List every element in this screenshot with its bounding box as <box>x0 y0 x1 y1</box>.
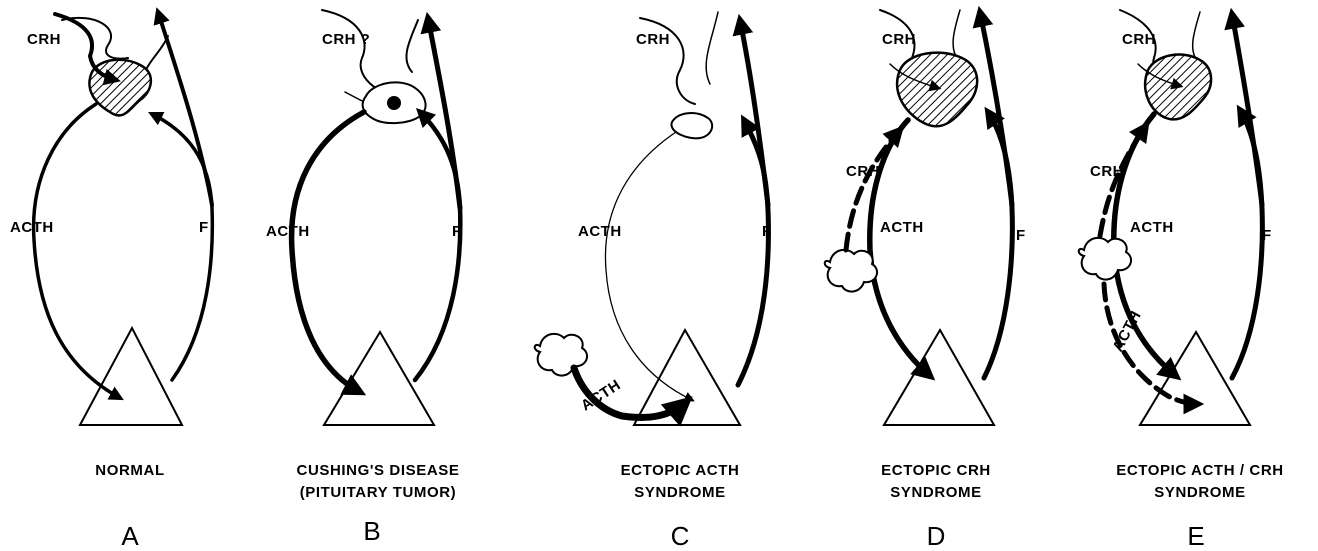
adrenal-gland <box>80 328 182 425</box>
cortisol-feedback-hypothalamus <box>1232 14 1262 205</box>
acth-label: ACTH <box>10 219 54 236</box>
acth-label: ACTH <box>880 219 924 236</box>
ectopic-crh-label: CRH <box>846 163 880 180</box>
pituitary-tumor <box>387 96 401 110</box>
crh-label: CRH ? <box>322 31 370 48</box>
acth-label: ACTH <box>578 223 622 240</box>
ectopic-tumor <box>1079 238 1131 280</box>
crh-label: CRH <box>636 31 670 48</box>
caption-line-1: ECTOPIC ACTH / CRH <box>1116 462 1283 479</box>
caption-line-2: SYNDROME <box>1154 484 1245 501</box>
cortisol-feedback-pituitary <box>984 112 1012 378</box>
caption-line-1: CUSHING'S DISEASE <box>297 462 460 479</box>
hypothalamus-neuron <box>146 36 168 70</box>
crh-label: CRH <box>882 31 916 48</box>
cortisol-feedback-hypothalamus <box>740 20 768 205</box>
hypothalamus-neuron <box>322 10 392 94</box>
caption-line-2: SYNDROME <box>634 484 725 501</box>
f-label: F <box>199 219 209 236</box>
panel-letter: B <box>363 516 380 546</box>
acth-arrow <box>605 132 692 400</box>
pituitary-gland <box>89 60 150 116</box>
cortisol-feedback-pituitary <box>152 114 212 380</box>
caption-line-2: (PITUITARY TUMOR) <box>300 484 457 501</box>
hypothalamus-neuron <box>1193 12 1200 62</box>
hypothalamus-neuron <box>406 20 418 72</box>
pituitary-gland <box>897 53 977 127</box>
cortisol-feedback-hypothalamus <box>980 12 1012 205</box>
f-label: F <box>762 223 772 240</box>
acth-label: ACTH <box>1130 219 1174 236</box>
ectopic-tumor <box>535 334 587 376</box>
crh-label: CRH <box>27 31 61 48</box>
cortisol-feedback-hypothalamus <box>428 18 460 208</box>
f-label: F <box>1262 227 1272 244</box>
ectopic-crh-label: CRH <box>1090 163 1124 180</box>
caption-line-2: SYNDROME <box>890 484 981 501</box>
acth-label: ACTH <box>266 223 310 240</box>
panel-b: CRH ? ACTH F CUSHING'S DISEASE (PITUITAR… <box>266 10 462 546</box>
caption-line-1: ECTOPIC ACTH <box>621 462 740 479</box>
hypothalamus-neuron <box>706 12 718 84</box>
crh-label: CRH <box>1122 31 1156 48</box>
cortisol-feedback-pituitary <box>1232 110 1262 378</box>
caption-line-1: ECTOPIC CRH <box>881 462 991 479</box>
panel-e: CRH CRH ACTH F ACTH ECTOPIC ACTH / CRH S… <box>1079 10 1284 551</box>
f-label: F <box>452 223 462 240</box>
ectopic-tumor <box>825 250 877 292</box>
caption-line-1: NORMAL <box>95 462 164 479</box>
panel-letter: D <box>927 521 946 551</box>
panel-c: CRH ACTH F ACTH ECTOPIC ACTH SYNDROME C <box>535 12 772 551</box>
f-label: F <box>1016 227 1026 244</box>
hypothalamus-neuron <box>62 18 128 59</box>
panel-letter: C <box>671 521 690 551</box>
acth-arrow <box>292 112 364 392</box>
panel-letter: E <box>1187 521 1204 551</box>
pituitary-gland <box>1145 55 1211 120</box>
panel-letter: A <box>121 521 139 551</box>
panel-a: CRH ACTH F NORMAL A <box>10 12 212 551</box>
panel-d: CRH CRH ACTH F ECTOPIC CRH SYNDROME D <box>825 10 1026 551</box>
pituitary-gland <box>671 113 712 138</box>
acth-arrow <box>34 104 120 398</box>
cortisol-feedback-hypothalamus <box>158 12 212 205</box>
adrenal-gland <box>634 330 740 425</box>
